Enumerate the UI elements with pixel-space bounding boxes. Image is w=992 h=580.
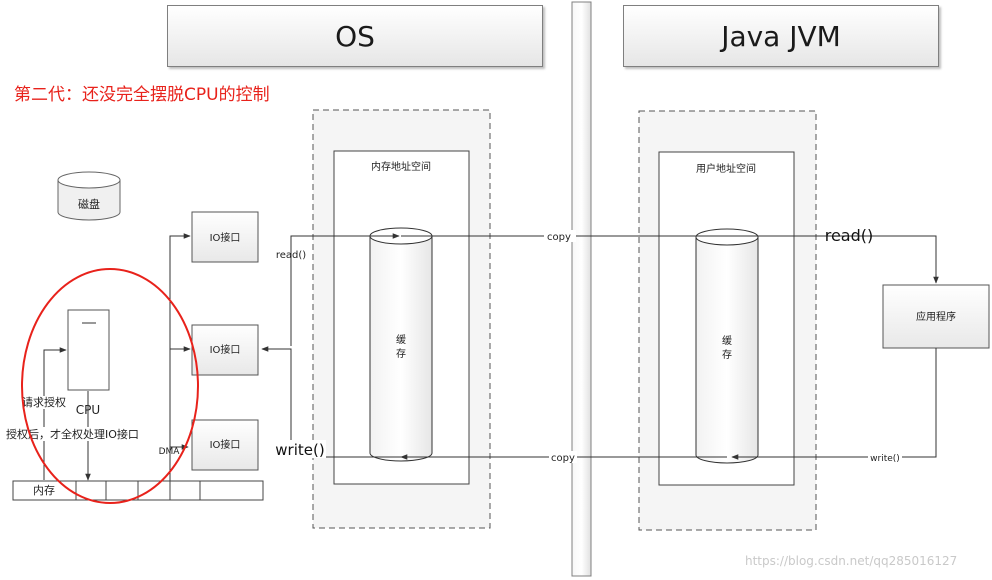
disk-cylinder <box>57 171 121 221</box>
os-read-arrow <box>290 233 400 346</box>
jvm-buffer-cylinder <box>695 228 759 464</box>
os-buffer-label-1: 缓 <box>396 333 406 346</box>
highlight-ellipse <box>21 268 199 504</box>
memory-label: 内存 <box>33 483 55 497</box>
app-label: 应用程序 <box>916 310 956 323</box>
cpu-box <box>67 309 110 391</box>
authorized-label: 授权后，才全权处理IO接口 <box>6 427 139 441</box>
center-separator-bar <box>571 1 592 577</box>
jvm-read-big-label: read() <box>825 226 874 245</box>
os-title: OS <box>335 19 375 53</box>
jvm-buffer-label-1: 缓 <box>722 334 732 347</box>
io-port-label-1: IO接口 <box>210 231 241 244</box>
request-auth-label: 请求授权 <box>22 395 66 409</box>
copy-bottom-label: copy <box>551 453 575 464</box>
jvm-write-small-label: write() <box>870 454 900 464</box>
io-port-box-1 <box>191 211 259 263</box>
jvm-header: Java JVM <box>623 5 939 67</box>
dma-label: DMA <box>159 447 181 457</box>
copy-top-label: copy <box>547 232 571 243</box>
subtitle: 第二代：还没完全摆脱CPU的控制 <box>14 85 270 105</box>
io-port-box-2 <box>191 324 259 376</box>
disk-label: 磁盘 <box>78 197 100 211</box>
jvm-title: Java JVM <box>721 19 841 53</box>
watermark: https://blog.csdn.net/qq285016127 <box>745 554 958 568</box>
jvm-buffer-label-2: 存 <box>722 348 732 361</box>
memory-row <box>12 480 264 501</box>
os-memory-space-label: 内存地址空间 <box>371 160 431 173</box>
io-port-label-2: IO接口 <box>210 343 241 356</box>
os-write-arrow <box>261 346 401 458</box>
io-port-box-3 <box>191 419 259 471</box>
os-read-small-label: read() <box>276 250 306 261</box>
app-box <box>882 284 990 349</box>
os-buffer-label-2: 存 <box>396 347 406 360</box>
read-flow-arrow <box>401 235 939 284</box>
io-port-label-3: IO接口 <box>210 438 241 451</box>
os-write-big-label: write() <box>275 441 324 459</box>
os-header: OS <box>167 5 543 67</box>
jvm-user-space-label: 用户地址空间 <box>696 162 756 175</box>
